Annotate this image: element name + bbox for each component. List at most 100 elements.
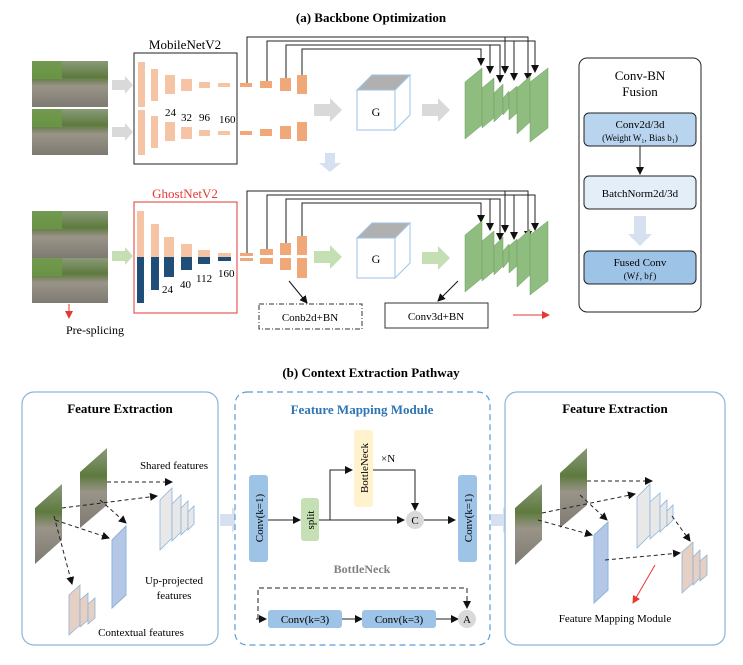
input-image-pair-top xyxy=(32,61,108,155)
arrow-down-mobilenet-to-ghostnet xyxy=(319,153,341,172)
mobilenet-channel-96: 96 xyxy=(199,112,211,124)
tree-patch xyxy=(32,109,62,127)
cube-label-top: G xyxy=(372,105,381,119)
tree-patch xyxy=(32,211,62,229)
decoder-top xyxy=(464,67,549,143)
conv-k3-b xyxy=(362,610,436,628)
skip-connections-top xyxy=(246,36,539,83)
fusion-title-line1: Conv-BN xyxy=(615,68,666,83)
input-image-pair-bottom xyxy=(32,211,108,303)
conv-k1-left-label: Conv(k=1) xyxy=(254,493,266,542)
image-plane xyxy=(560,448,587,528)
bottleneck-block xyxy=(354,430,373,507)
conv-k1-right-label: Conv(k=1) xyxy=(463,493,475,542)
pointer-to-conv2d-bn xyxy=(288,280,308,304)
ghostnet-channel-40: 40 xyxy=(180,279,192,291)
image-plane xyxy=(80,448,107,528)
section-b-title: (b) Context Extraction Pathway xyxy=(282,365,460,380)
right-panel-title: Feature Extraction xyxy=(562,401,668,416)
arrow-to-decoder-bottom xyxy=(422,246,450,270)
ghostnet-channel-24: 24 xyxy=(162,284,174,296)
split-label: split xyxy=(305,511,317,530)
conv2d-bn-label: Conb2d+BN xyxy=(282,312,338,324)
cube-g-bottom xyxy=(355,221,412,280)
decoder-bottom xyxy=(464,220,549,296)
feature-extraction-panel-right xyxy=(504,391,726,646)
conv-k3-a xyxy=(268,610,342,628)
pre-splicing-label: Pre-splicing xyxy=(66,323,124,337)
left-dashed-arrows xyxy=(53,478,173,585)
conv-k3-b-label: Conv(k=3) xyxy=(375,614,424,626)
ghostnet-channel-160: 160 xyxy=(218,268,235,280)
conv-k1-right xyxy=(458,475,477,562)
tree-patch xyxy=(32,258,62,276)
batchnorm-box xyxy=(583,175,697,210)
conv2d3d-label: Conv2d/3d xyxy=(616,119,665,131)
fused-conv-label: Fused Conv xyxy=(614,257,667,269)
conv-k1-left xyxy=(249,475,268,562)
fusion-title-line2: Fusion xyxy=(622,84,658,99)
shared-features-stack xyxy=(159,487,195,551)
shared-features-label: Shared features xyxy=(140,460,208,472)
module-connectors xyxy=(319,466,456,524)
ghostnet-encoder-bars xyxy=(137,211,231,303)
add-node xyxy=(458,610,476,628)
right-dashed-arrows xyxy=(537,477,691,561)
left-input-images xyxy=(35,448,107,564)
batchnorm-label: BatchNorm2d/3d xyxy=(602,188,679,200)
ghostnet-label: GhostNetV2 xyxy=(152,186,218,201)
concat-node xyxy=(406,511,424,529)
right-contextual-stack xyxy=(681,541,708,594)
mobilenet-box xyxy=(133,52,238,165)
contextual-features-label: Contextual features xyxy=(98,627,184,639)
pointer-to-conv3d-bn xyxy=(437,280,459,302)
conv-k3-a-label: Conv(k=3) xyxy=(281,614,330,626)
mobilenet-channel-160: 160 xyxy=(219,114,236,126)
up-projected-feature xyxy=(111,524,127,610)
module-title: Feature Mapping Module xyxy=(291,402,434,417)
bottleneck-section-title: BottleNeck xyxy=(334,562,391,576)
up-projected-label-line2: features xyxy=(157,590,192,602)
arrow-into-mobilenet xyxy=(112,76,133,141)
conv3d-bn-label: Conv3d+BN xyxy=(408,311,464,323)
up-projected-label-line1: Up-projected xyxy=(145,575,204,587)
bottleneck-residual xyxy=(256,587,471,623)
left-panel-title: Feature Extraction xyxy=(67,401,173,416)
split-block xyxy=(301,498,319,541)
bottleneck-label: BottleNeck xyxy=(359,442,371,493)
arrow-to-cube-bottom xyxy=(314,245,342,269)
cube-label-bottom: G xyxy=(372,252,381,266)
ghostnet-channel-112: 112 xyxy=(196,273,212,285)
right-input-images xyxy=(515,448,587,565)
mobilenet-channel-24: 24 xyxy=(165,107,177,119)
conv2d3d-params: (Weight W₁, Bias b₁) xyxy=(602,133,678,143)
ghostnet-feature-maps xyxy=(240,236,307,278)
skip-connections-bottom xyxy=(246,190,539,253)
right-shared-stack xyxy=(636,483,674,549)
red-pointer-to-caption xyxy=(632,564,656,604)
right-panel-caption: Feature Mapping Module xyxy=(559,613,672,625)
feature-mapping-module-panel xyxy=(234,391,491,646)
fused-conv-box xyxy=(583,250,697,285)
repeat-label: ×N xyxy=(381,453,395,465)
fused-conv-params: (Wƒ, bƒ) xyxy=(624,271,657,281)
arrow-to-cube-top xyxy=(314,98,342,122)
arrow-bn-to-fused xyxy=(628,216,652,246)
cube-g-top xyxy=(355,73,412,132)
mobilenet-label: MobileNetV2 xyxy=(149,37,221,52)
section-a-title: (a) Backbone Optimization xyxy=(296,10,447,25)
mobilenet-channel-32: 32 xyxy=(181,112,192,124)
image-plane xyxy=(515,484,542,565)
mobilenet-feature-maps xyxy=(240,75,307,141)
mobilenet-encoder-bars xyxy=(138,62,230,155)
add-label: A xyxy=(463,614,471,626)
ghostnet-box xyxy=(133,201,238,314)
conv3d-bn-box xyxy=(384,302,489,329)
conv2d-bn-box xyxy=(258,303,363,330)
contextual-features-stack xyxy=(68,584,96,636)
arrow-into-ghostnet xyxy=(112,247,133,265)
concat-label: C xyxy=(411,515,418,527)
tree-patch xyxy=(32,61,62,79)
image-plane xyxy=(35,484,62,564)
